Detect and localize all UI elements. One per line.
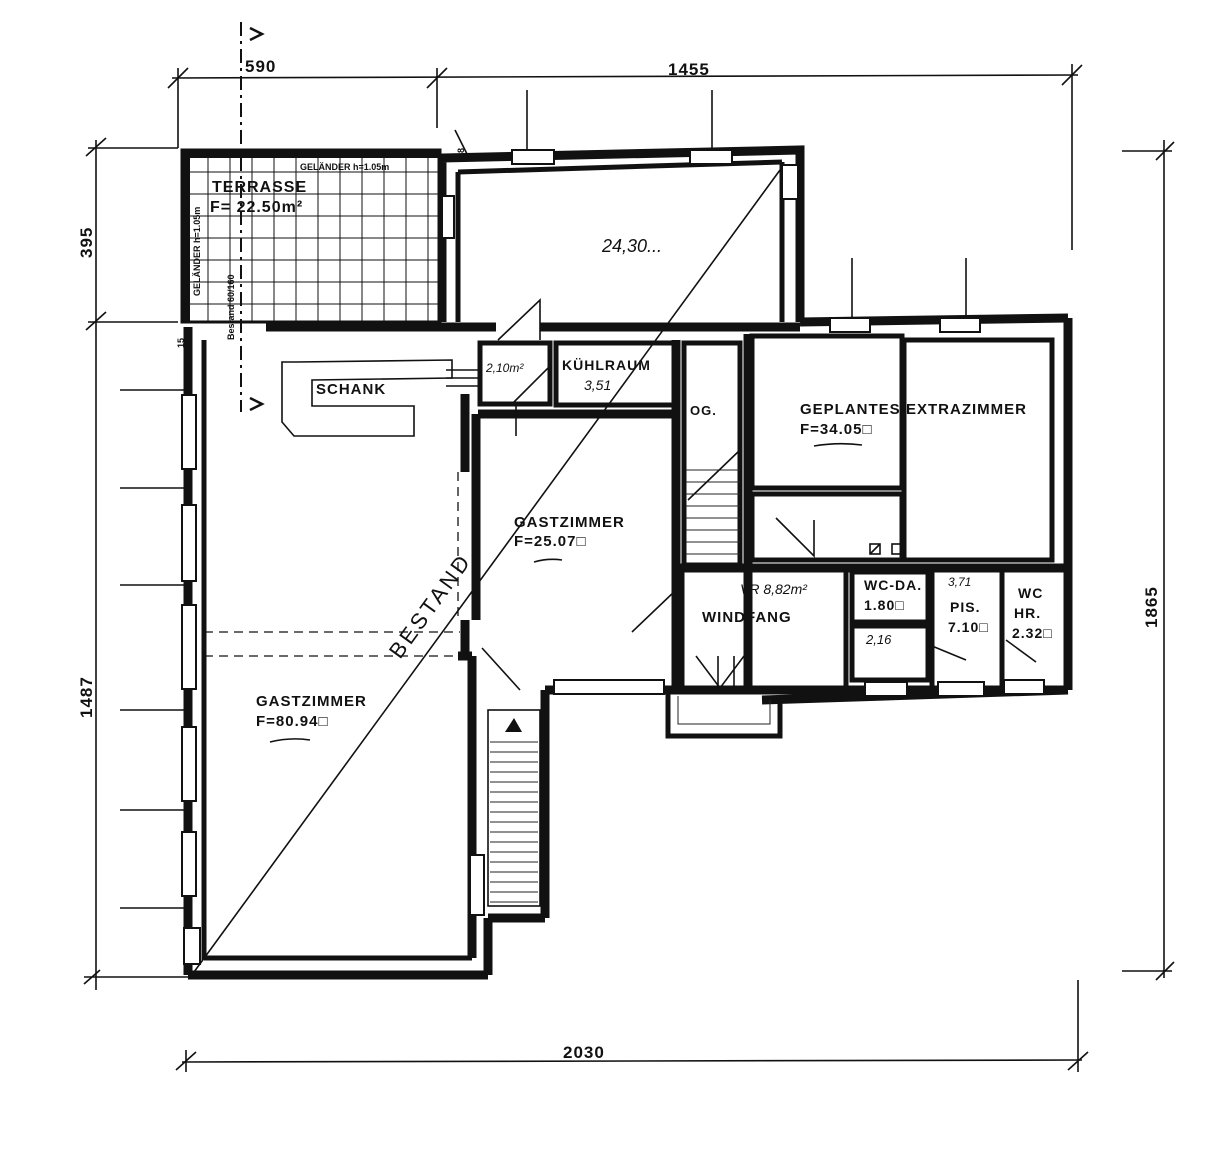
dim-left-lower: 1487 bbox=[77, 676, 96, 718]
terrasse-name: TERRASSE bbox=[212, 179, 307, 196]
vr-area: VR 8,82m² bbox=[740, 581, 808, 597]
schank-name: SCHANK bbox=[316, 381, 386, 398]
windows bbox=[181, 149, 1045, 965]
room-top-area: 24,30... bbox=[601, 236, 662, 256]
gastzimmer-small-name: GASTZIMMER bbox=[514, 514, 625, 531]
gastzimmer-large-area: F=80.94□ bbox=[256, 713, 329, 730]
gelaender-top: GELÄNDER h=1.05m bbox=[300, 162, 389, 172]
geplantes-name: GEPLANTES bbox=[800, 401, 901, 418]
gelaender-side: GELÄNDER h=1.05m bbox=[192, 207, 202, 296]
walls bbox=[183, 145, 1073, 980]
pis-top: 3,71 bbox=[948, 575, 971, 589]
wc-hr-area: 2.32□ bbox=[1012, 625, 1053, 641]
kuehlraum-name: KÜHLRAUM bbox=[562, 357, 651, 373]
interior-details bbox=[204, 298, 1037, 907]
vr2-area: 2,16 bbox=[865, 632, 892, 647]
dim-left-upper: 395 bbox=[77, 227, 96, 258]
dim-right: 1865 bbox=[1142, 586, 1161, 628]
og-name: OG. bbox=[690, 403, 717, 418]
terrasse-label: TERRASSE F= 22.50m² GELÄNDER h=1.05m GEL… bbox=[192, 162, 389, 340]
small-room-area: 2,10m² bbox=[485, 361, 524, 375]
gastzimmer-small-area: F=25.07□ bbox=[514, 533, 587, 550]
windfang-name: WINDFANG bbox=[702, 609, 792, 626]
dim-tick-15: 15 bbox=[176, 338, 186, 348]
dim-top-left: 590 bbox=[245, 57, 276, 76]
dimension-lines bbox=[83, 64, 1175, 1072]
terrasse-grid bbox=[180, 148, 442, 324]
dim-bottom: 2030 bbox=[563, 1043, 605, 1062]
pis-name: PIS. bbox=[950, 599, 980, 615]
extrazimmer-name: EXTRAZIMMER bbox=[906, 401, 1027, 418]
section-line bbox=[240, 22, 265, 412]
wc-hr-line1: WC bbox=[1018, 585, 1043, 601]
terrasse-area: F= 22.50m² bbox=[210, 199, 303, 216]
pis-area: 7.10□ bbox=[948, 619, 989, 635]
wc-hr-line2: HR. bbox=[1014, 605, 1041, 621]
geplantes-area: F=34.05□ bbox=[800, 421, 873, 438]
wc-da-area: 1.80□ bbox=[864, 597, 905, 613]
bestand-window: Bestand 60/160 bbox=[226, 274, 236, 340]
gastzimmer-large-name: GASTZIMMER bbox=[256, 693, 367, 710]
dim-tick-18: 18 bbox=[456, 148, 466, 158]
dim-top-right: 1455 bbox=[668, 60, 710, 79]
wc-da-name: WC-DA. bbox=[864, 577, 922, 593]
kuehlraum-area: 3,51 bbox=[584, 377, 611, 393]
